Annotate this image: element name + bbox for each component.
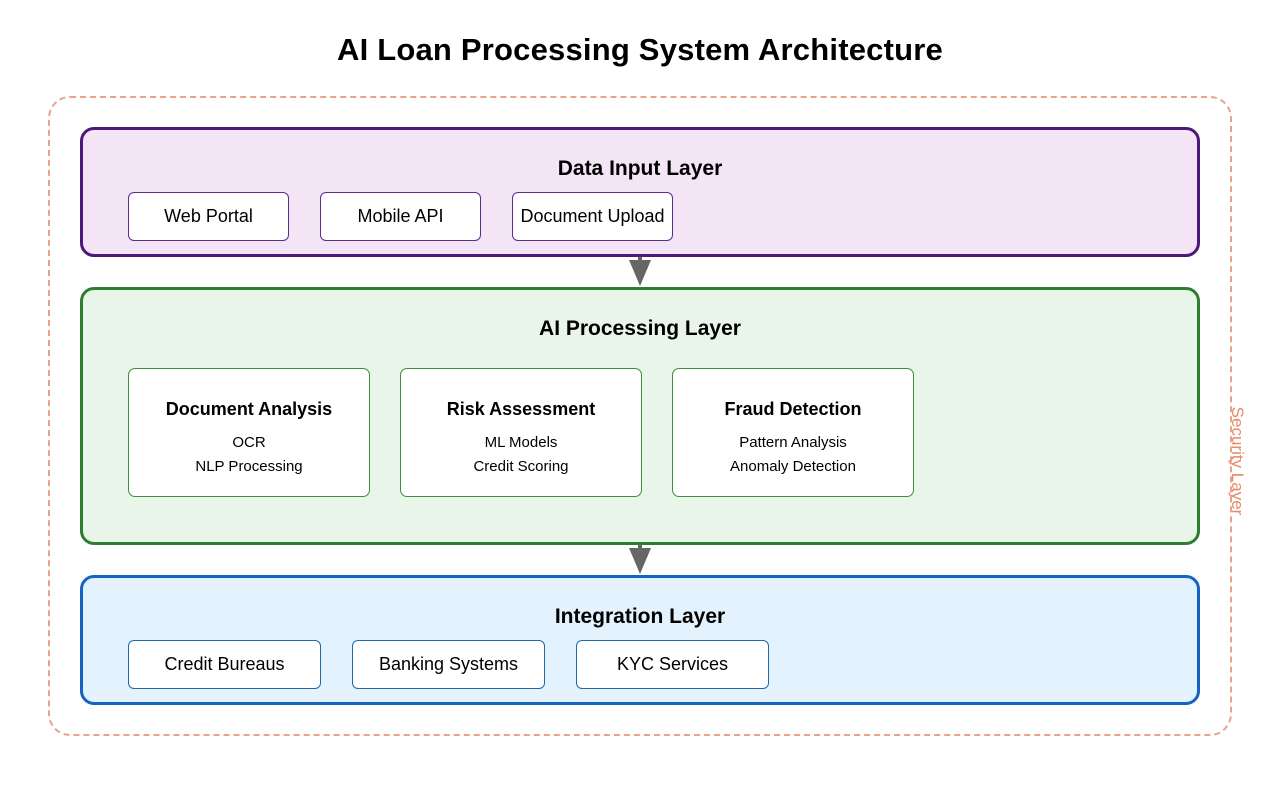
data-input-layer-title: Data Input Layer [557, 157, 723, 180]
security-layer-boundary [48, 96, 1232, 736]
risk-assessment-line-1: ML Models [484, 434, 558, 451]
banking-systems-box: Banking Systems [352, 640, 545, 689]
integration-layer: Integration Layer Credit Bureaus Banking… [80, 575, 1200, 705]
fraud-detection-line-1: Pattern Analysis [739, 434, 847, 451]
fraud-detection-line-2: Anomaly Detection [730, 458, 856, 475]
risk-assessment-module: Risk Assessment ML Models Credit Scoring [400, 368, 642, 497]
document-analysis-line-2: NLP Processing [195, 458, 303, 475]
credit-bureaus-box: Credit Bureaus [128, 640, 321, 689]
security-layer-label: Security Layer [1228, 406, 1247, 516]
risk-assessment-line-2: Credit Scoring [473, 458, 569, 475]
document-analysis-title: Document Analysis [165, 399, 333, 419]
ai-processing-layer: AI Processing Layer Document Analysis OC… [80, 287, 1200, 545]
document-upload-box: Document Upload [512, 192, 673, 241]
integration-layer-title: Integration Layer [554, 605, 726, 628]
diagram-title: AI Loan Processing System Architecture [337, 32, 943, 67]
document-analysis-line-1: OCR [232, 434, 266, 451]
kyc-services-box: KYC Services [576, 640, 769, 689]
document-analysis-module: Document Analysis OCR NLP Processing [128, 368, 370, 497]
data-input-layer: Data Input Layer Web Portal Mobile API D… [80, 127, 1200, 257]
risk-assessment-title: Risk Assessment [446, 399, 596, 419]
web-portal-box: Web Portal [128, 192, 289, 241]
ai-processing-layer-title: AI Processing Layer [539, 317, 741, 340]
fraud-detection-title: Fraud Detection [724, 399, 862, 419]
arrow-input-to-ai [629, 260, 651, 286]
arrow-ai-to-integration [629, 548, 651, 574]
fraud-detection-module: Fraud Detection Pattern Analysis Anomaly… [672, 368, 914, 497]
mobile-api-box: Mobile API [320, 192, 481, 241]
